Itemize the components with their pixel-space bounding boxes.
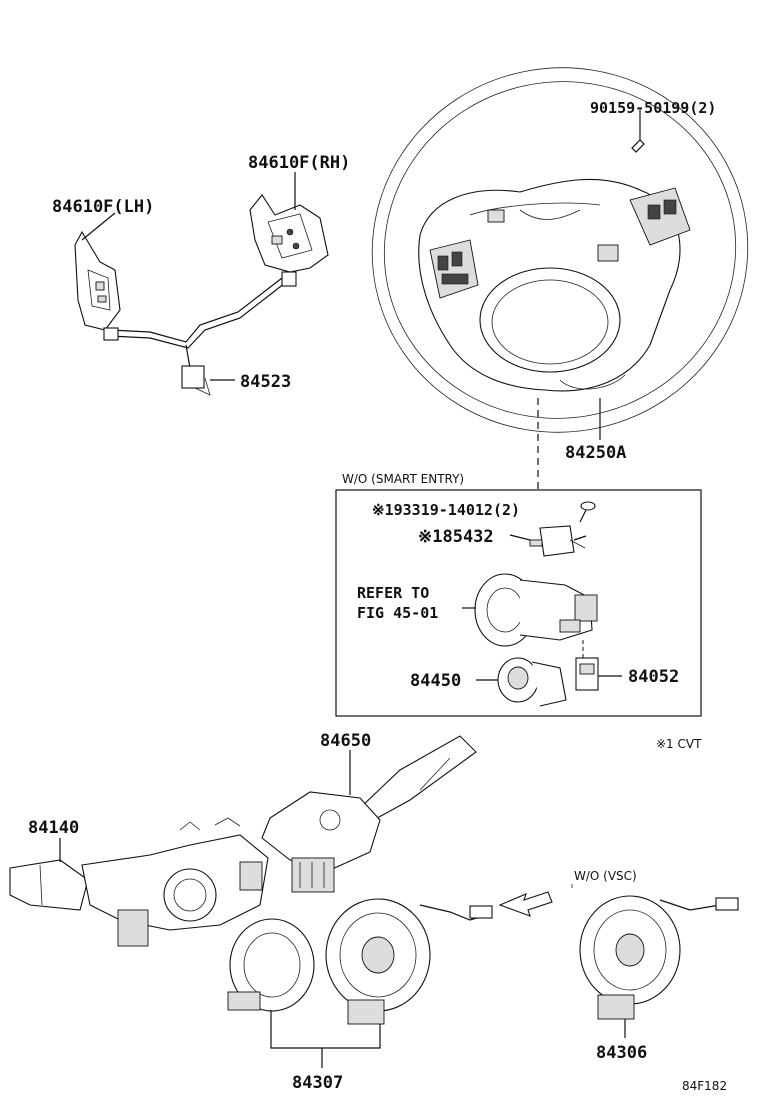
spiral-cable-84307[interactable]	[227, 898, 493, 1068]
label-vsc: W/O (VSC)	[574, 869, 637, 883]
label-smart-entry: W/O (SMART ENTRY)	[342, 472, 464, 486]
label-refer-to: REFER TO	[357, 584, 429, 602]
transponder-85432[interactable]	[529, 525, 586, 557]
label-figure-code: 84F182	[682, 1079, 727, 1093]
label-85432: ※185432	[418, 527, 494, 547]
label-84650: 84650	[320, 731, 371, 751]
leader-lines	[59, 172, 622, 862]
label-90159: 90159-50199(2)	[590, 99, 716, 117]
label-84306: 84306	[596, 1043, 647, 1063]
ignition-lock-housing[interactable]	[474, 573, 598, 658]
label-84140: 84140	[28, 818, 79, 838]
light-switch-84140[interactable]	[9, 817, 269, 947]
wire-harness-84523[interactable]	[103, 271, 297, 396]
label-84610f-lh: 84610F(LH)	[52, 197, 154, 217]
ignition-switch-84450[interactable]	[497, 657, 567, 707]
label-84523: 84523	[240, 372, 291, 392]
switch-84052[interactable]	[575, 657, 599, 691]
label-84052: 84052	[628, 667, 679, 687]
switch-lh[interactable]	[74, 230, 121, 331]
label-fig-ref: FIG 45-01	[357, 604, 438, 622]
label-84450: 84450	[410, 671, 461, 691]
arrow-left-icon	[498, 891, 553, 917]
smart-entry-box	[335, 489, 702, 717]
label-84307: 84307	[292, 1073, 343, 1093]
screw-small-icon	[579, 501, 596, 523]
label-84250a: 84250A	[565, 443, 626, 463]
label-note-cvt: ※1 CVT	[656, 737, 702, 751]
label-84610f-rh: 84610F(RH)	[248, 153, 350, 173]
spiral-cable-84306[interactable]	[579, 895, 739, 1038]
wiper-switch-84650[interactable]	[261, 735, 477, 893]
switch-rh[interactable]	[249, 194, 329, 273]
steering-wheel[interactable]	[338, 33, 760, 467]
screw-icon	[631, 110, 645, 153]
label-93319: ※193319-14012(2)	[372, 501, 520, 519]
